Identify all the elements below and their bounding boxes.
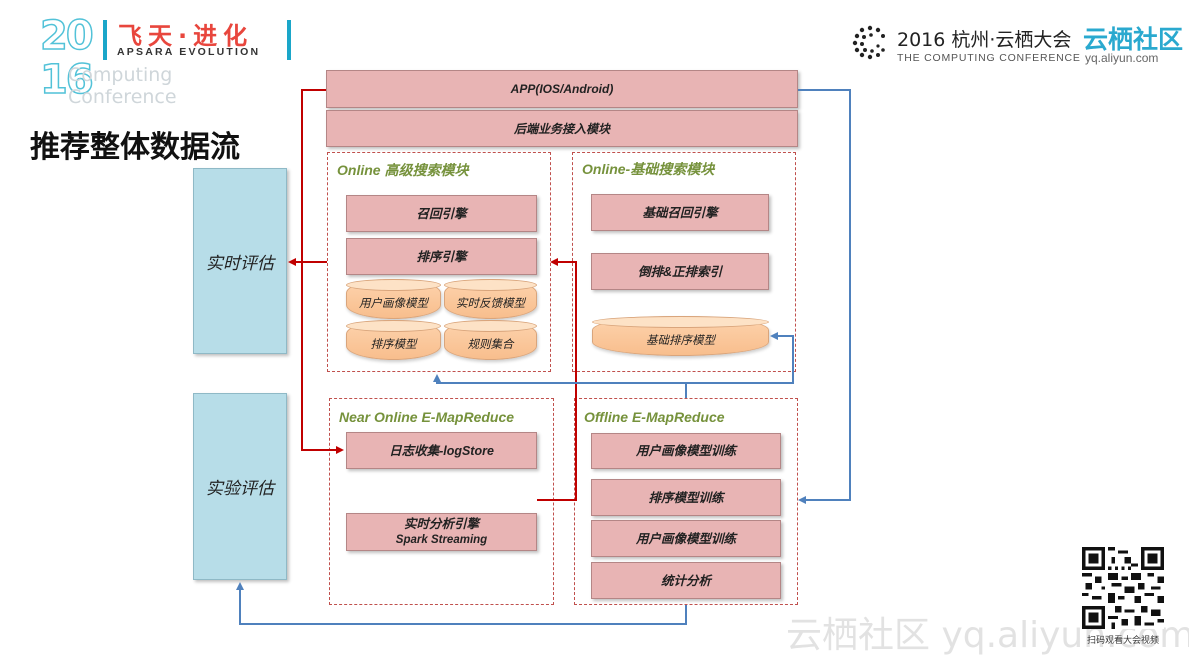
- online-basic-search-title: Online-基础搜索模块: [582, 161, 715, 177]
- page-title: 推荐整体数据流: [30, 130, 240, 165]
- recall-engine-box: 召回引擎: [346, 195, 537, 232]
- conference-logo-icon: [852, 25, 885, 60]
- conference-title: 2016 杭州·云栖大会: [897, 29, 1072, 51]
- online-advanced-search-title: Online 高级搜索模块: [337, 162, 469, 178]
- logo-year-bottom: 16: [39, 57, 94, 103]
- realtime-analysis-engine-box: 实时分析引擎 Spark Streaming: [346, 513, 537, 551]
- backend-access-band: 后端业务接入模块: [326, 110, 798, 147]
- arrow-offline-to-online: [433, 374, 687, 398]
- ranking-model-label: 排序模型: [370, 339, 417, 351]
- arrow-streaming-to-ranking: [537, 258, 577, 501]
- qr-code: [1082, 547, 1164, 629]
- user-profile-model-cylinder: 用户画像模型: [346, 279, 441, 319]
- log-collection-box: 日志收集-logStore: [346, 432, 537, 469]
- basic-recall-engine-box: 基础召回引擎: [591, 194, 769, 231]
- arrow-app-to-offline: [798, 89, 851, 504]
- logo-apsara-cn: 飞天·进化: [118, 22, 254, 50]
- offline-emapreduce-module: [574, 398, 798, 605]
- rule-set-cylinder: 规则集合: [444, 320, 537, 360]
- logo-faint-line-2: Conference: [68, 86, 177, 108]
- offline-job-user-profile-training: 用户画像模型训练: [591, 433, 781, 469]
- brand-name: 云栖社区: [1083, 25, 1184, 54]
- experiment-evaluation-box: 实验评估: [193, 393, 287, 580]
- spark-streaming-label: Spark Streaming: [395, 534, 488, 546]
- offline-job-statistics: 统计分析: [591, 562, 781, 599]
- realtime-evaluation-box: 实时评估: [193, 168, 287, 354]
- realtime-analysis-engine-label: 实时分析引擎: [403, 517, 479, 531]
- realtime-feedback-model-cylinder: 实时反馈模型: [444, 279, 537, 319]
- logo-faint-line-1: Computing: [68, 64, 173, 86]
- conference-subtitle: THE COMPUTING CONFERENCE: [897, 52, 1081, 64]
- rule-set-label: 规则集合: [467, 339, 514, 351]
- app-band: APP(IOS/Android): [326, 70, 798, 108]
- near-online-emapreduce-module: [329, 398, 554, 605]
- inverted-forward-index-box: 倒排&正排索引: [591, 253, 769, 290]
- basic-ranking-model-cylinder: 基础排序模型: [592, 316, 769, 356]
- logo-faint-text: Computing Conference: [68, 64, 177, 108]
- ranking-engine-box: 排序引擎: [346, 238, 537, 275]
- near-online-emapreduce-title: Near Online E-MapReduce: [339, 409, 515, 425]
- user-profile-model-label: 用户画像模型: [359, 298, 428, 310]
- logo-year: 20 16: [39, 13, 100, 110]
- offline-job-ranking-model-training: 排序模型训练: [591, 479, 781, 516]
- logo-year-top: 20: [39, 13, 94, 59]
- arrow-app-to-log: [301, 89, 344, 454]
- arrow-offline-to-experiment-eval: [236, 582, 687, 625]
- realtime-feedback-model-label: 实时反馈模型: [456, 298, 525, 310]
- logo-apsara-en: APSARA EVOLUTION: [117, 46, 261, 58]
- basic-ranking-model-label: 基础排序模型: [646, 335, 715, 347]
- arrow-offline-to-basic-model: [686, 332, 794, 384]
- offline-emapreduce-title: Offline E-MapReduce: [584, 409, 725, 425]
- offline-job-user-profile-training-2: 用户画像模型训练: [591, 520, 781, 557]
- logo-bracket: [103, 20, 291, 60]
- brand-url: yq.aliyun.com: [1085, 51, 1159, 65]
- ranking-model-cylinder: 排序模型: [346, 320, 441, 360]
- qr-caption: 扫码观看大会视频: [1087, 635, 1160, 645]
